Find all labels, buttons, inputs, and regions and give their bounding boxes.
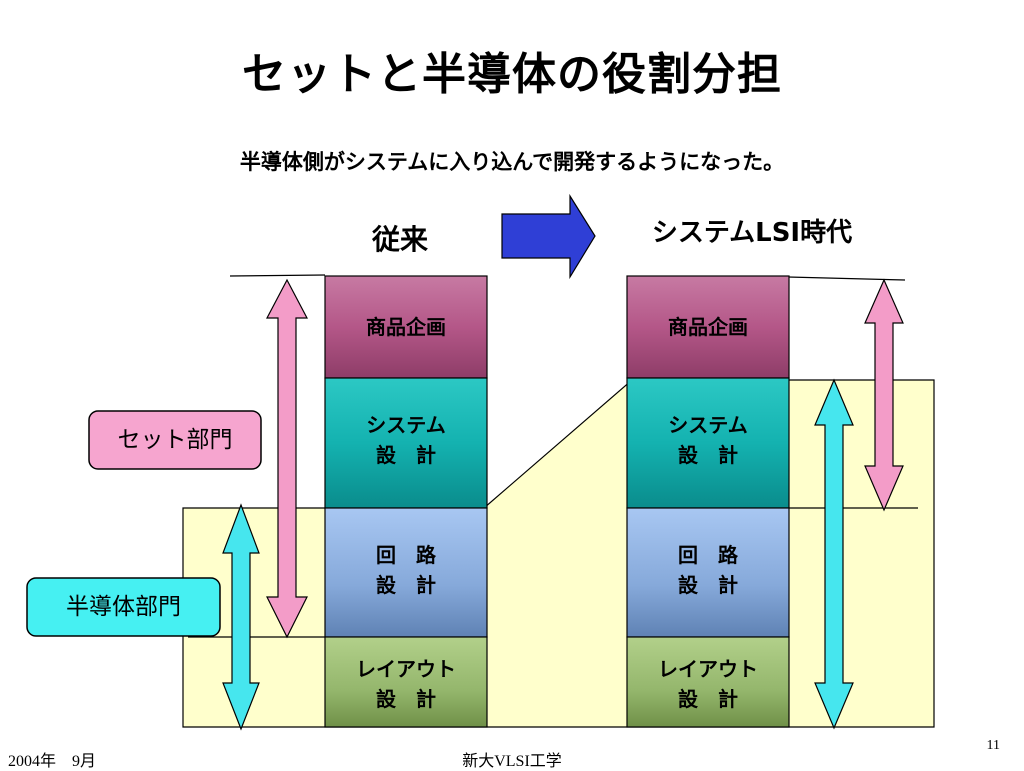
layout-design-label-before: レイアウト 設 計	[325, 654, 487, 714]
circuit-design-line2: 設 計	[678, 573, 738, 597]
set-dept-arrow-before	[266, 278, 308, 639]
page-number: 11	[986, 738, 1000, 753]
transition-arrow	[501, 193, 596, 280]
block-product-planning-after	[626, 275, 790, 379]
block-product-planning-before	[324, 275, 488, 379]
layout-design-label-after: レイアウト 設 計	[627, 654, 789, 714]
block-layout-design-after	[626, 636, 790, 728]
set-dept-box	[88, 410, 262, 470]
page-subtitle: 半導体側がシステムに入り込んで開発するようになった。	[239, 150, 785, 174]
system-design-label-after: システム 設 計	[627, 410, 789, 470]
set-dept-label: セット部門	[117, 427, 233, 453]
footer-org: 新大VLSI工学	[462, 753, 562, 770]
product-planning-label-after: 商品企画	[668, 315, 748, 339]
circuit-design-label-before: 回 路 設 計	[325, 540, 487, 600]
ref-line-top-left	[229, 274, 326, 277]
block-circuit-design-after	[626, 507, 790, 638]
circuit-design-line2: 設 計	[376, 573, 436, 597]
stack-after	[626, 275, 790, 728]
circuit-design-line1: 回 路	[678, 543, 738, 567]
layout-design-line1: レイアウト	[356, 657, 456, 681]
semi-dept-label: 半導体部門	[66, 594, 181, 620]
block-layout-design-before	[324, 636, 488, 728]
system-design-line1: システム	[366, 413, 446, 437]
column-label-after: システムLSI時代	[651, 218, 853, 248]
semi-dept-arrow-before	[222, 503, 260, 731]
layout-design-line2: 設 計	[678, 687, 738, 711]
column-label-before: 従来	[371, 223, 428, 256]
semi-dept-arrow-after	[814, 378, 854, 730]
circuit-design-line1: 回 路	[376, 543, 436, 567]
system-design-line2: 設 計	[376, 443, 436, 467]
layout-design-line1: レイアウト	[658, 657, 758, 681]
ref-line-top-right	[787, 276, 906, 281]
footer-date: 2004年 9月	[8, 753, 97, 770]
system-design-line2: 設 計	[678, 443, 738, 467]
block-system-design-before	[324, 377, 488, 509]
block-circuit-design-before	[324, 507, 488, 638]
system-design-label-before: システム 設 計	[325, 410, 487, 470]
semi-dept-box	[26, 577, 221, 637]
stack-before	[324, 275, 488, 728]
circuit-design-label-after: 回 路 設 計	[627, 540, 789, 600]
page-title: セットと半導体の役割分担	[242, 49, 782, 100]
product-planning-label-before: 商品企画	[366, 315, 446, 339]
layout-design-line2: 設 計	[376, 687, 436, 711]
system-design-line1: システム	[668, 413, 748, 437]
set-dept-arrow-after	[864, 278, 904, 512]
